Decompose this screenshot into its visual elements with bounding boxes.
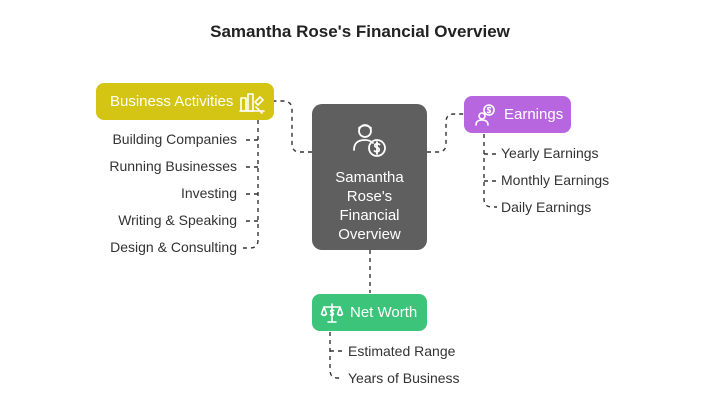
net-worth-label: Net Worth [350,304,418,321]
business-item-building-companies: Building Companies [112,131,237,147]
earnings-item-monthly: Monthly Earnings [501,172,610,188]
business-item-investing: Investing [180,185,237,201]
earnings-item-yearly: Yearly Earnings [501,145,599,161]
earnings-item-daily: Daily Earnings [501,199,592,215]
networth-item-years-of-business: Years of Business [348,370,460,386]
business-activities-node: Business Activities [96,83,274,120]
scale-dollar-icon [320,301,344,325]
business-chart-icon [239,90,266,114]
connector-center-business [274,100,312,153]
networth-item-estimated-range: Estimated Range [348,343,456,359]
person-dollar-icon [350,120,390,160]
business-activities-label: Business Activities [110,93,234,110]
business-item-writing-speaking: Writing & Speaking [118,212,237,228]
bracket-earnings [483,134,497,208]
business-item-design-consulting: Design & Consulting [110,239,237,255]
center-title: Samantha Rose's Financial Overview [335,169,404,243]
center-node: Samantha Rose's Financial Overview [312,104,427,250]
business-item-running-businesses: Running Businesses [109,158,237,174]
bracket-networth [329,332,343,379]
bracket-business [243,120,259,249]
connector-center-earnings [427,113,464,153]
net-worth-node: Net Worth [312,294,427,331]
person-coin-icon [474,103,498,127]
earnings-node: Earnings [464,96,571,133]
earnings-label: Earnings [504,106,564,123]
page-title: Samantha Rose's Financial Overview [210,22,510,41]
